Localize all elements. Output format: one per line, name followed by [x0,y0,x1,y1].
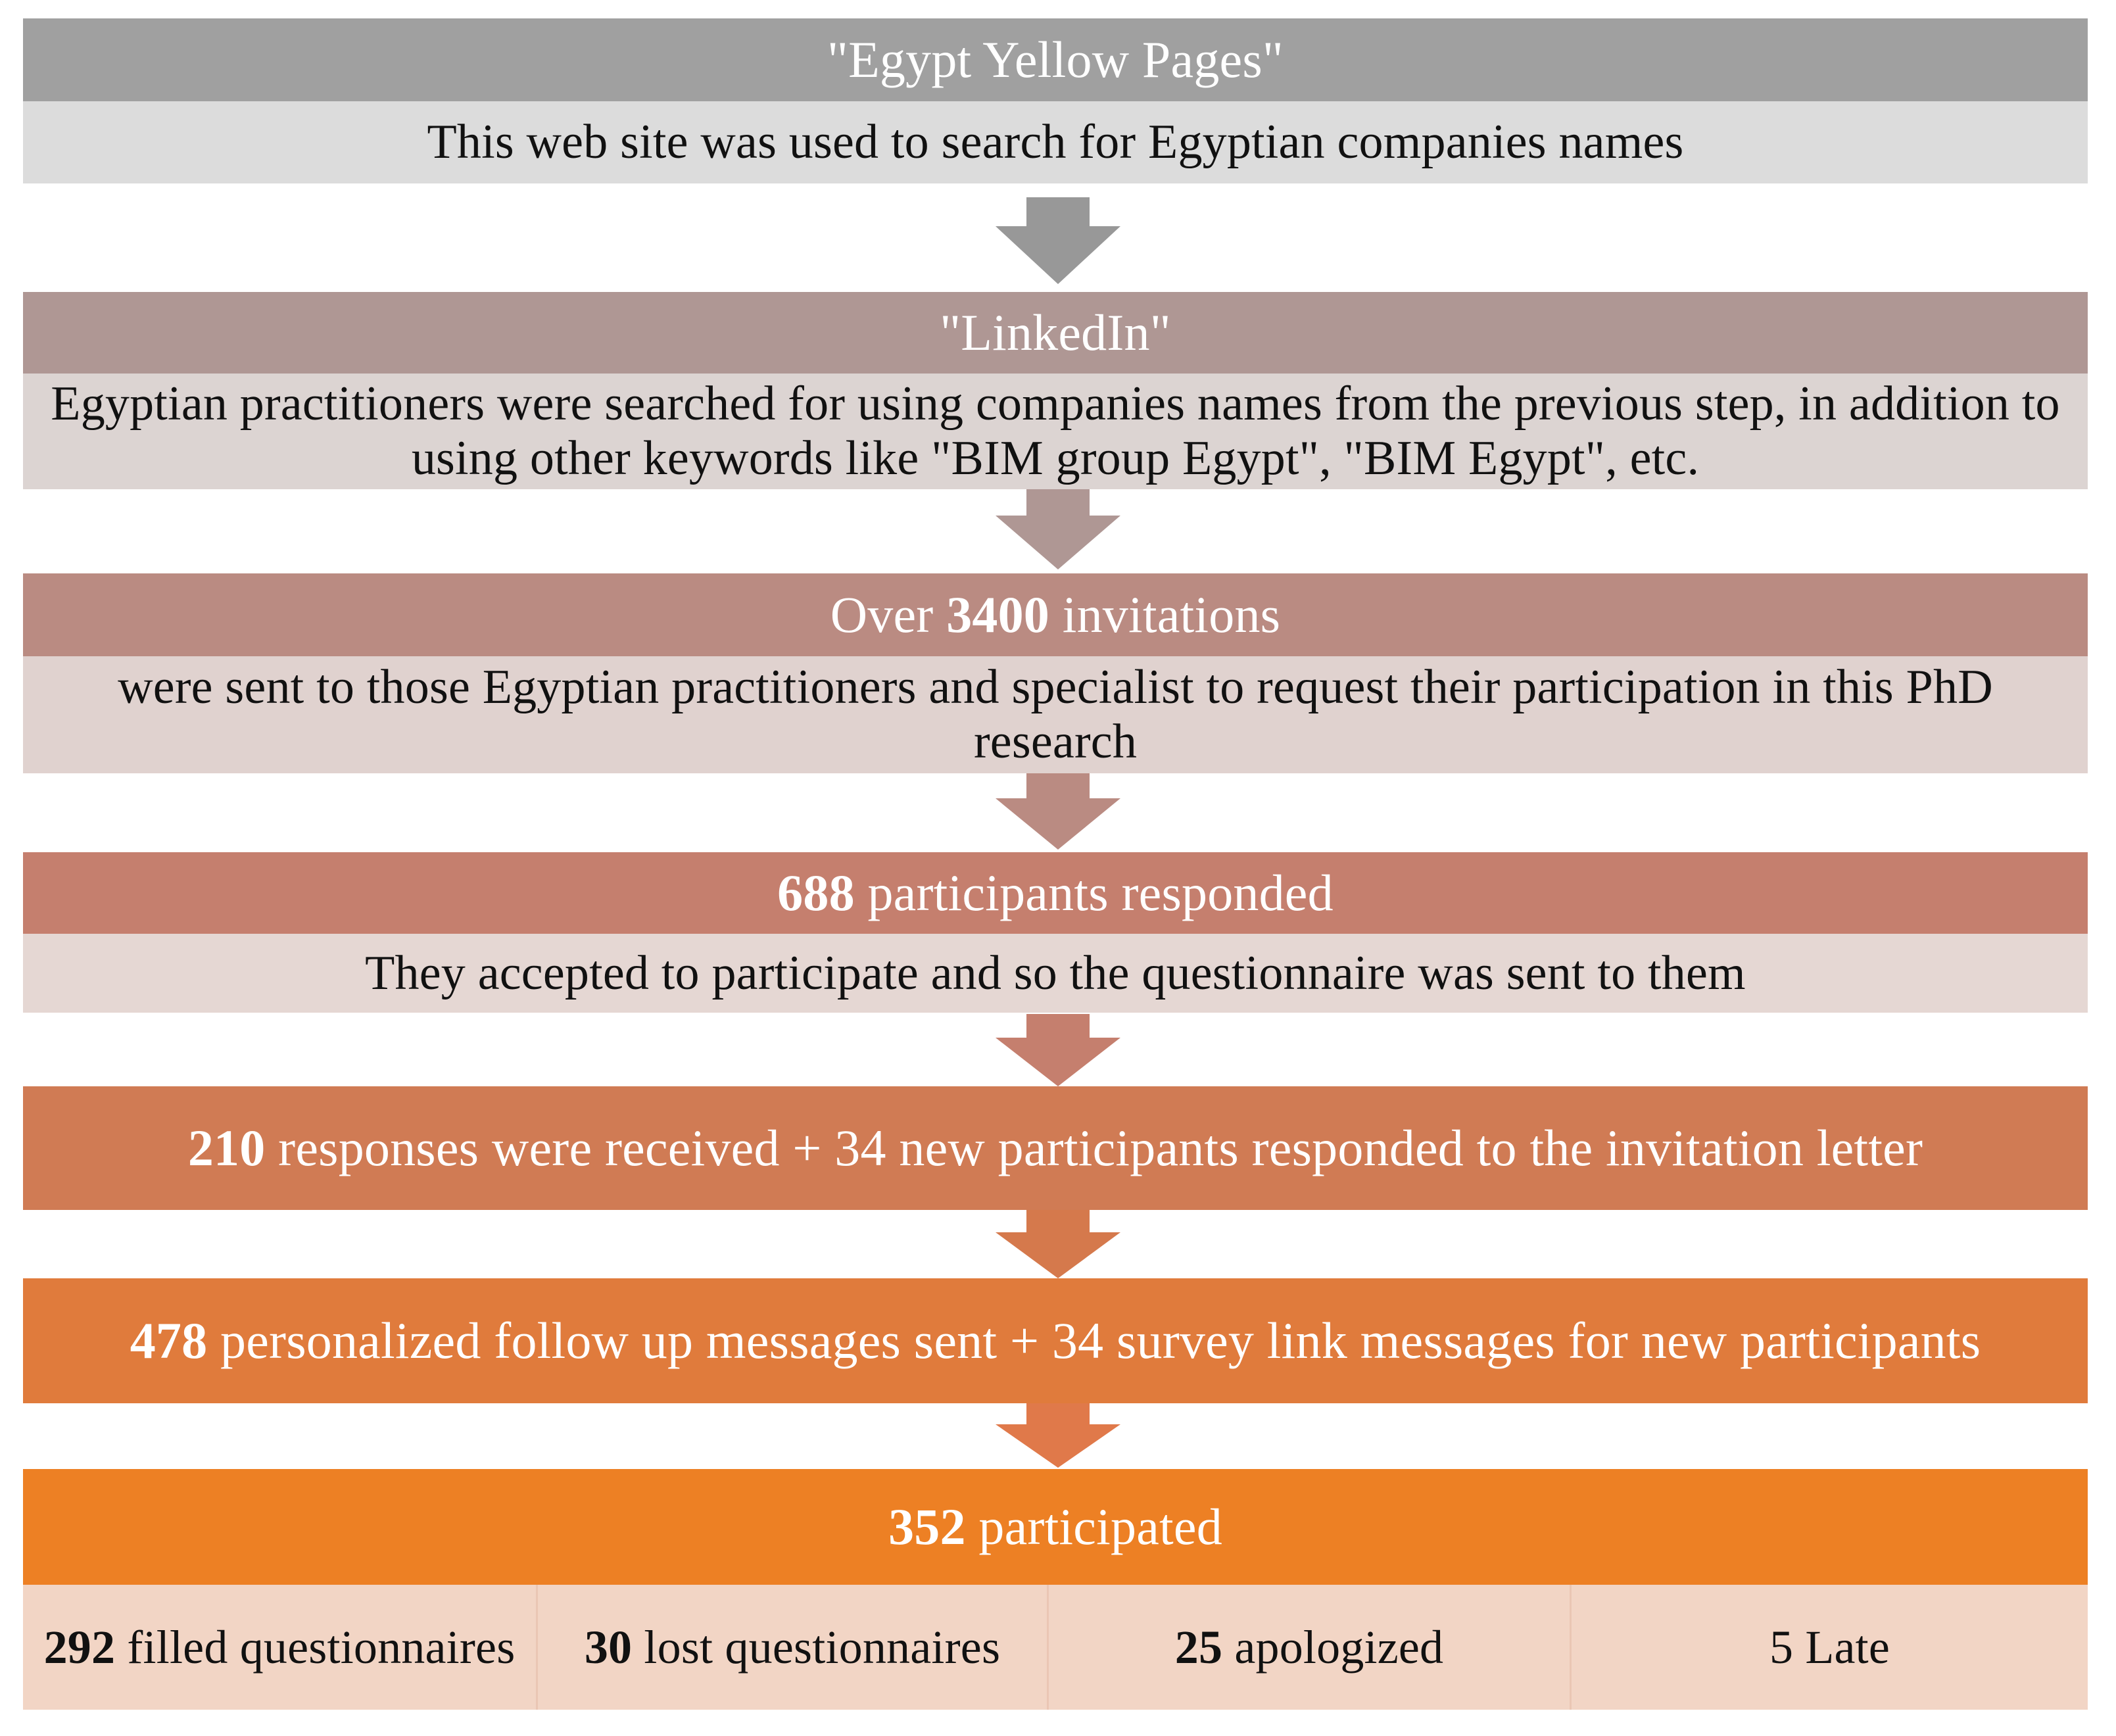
header-number: 478 [130,1311,208,1369]
outcome-lost-questionnaires: 30 lost questionnaires [538,1585,1049,1710]
stage-header-text: 478 personalized follow up messages sent… [130,1313,1981,1368]
outcome-number: 292 [43,1620,116,1674]
outcomes-row: 292 filled questionnaires 30 lost questi… [23,1585,2088,1710]
stage-header-responses-received: 210 responses were received + 34 new par… [23,1086,2088,1210]
stage-responses-received: 210 responses were received + 34 new par… [23,1086,2088,1210]
outcome-late: 5 Late [1572,1585,2088,1710]
header-suffix: personalized follow up messages sent + 3… [207,1311,1981,1369]
arrow-head [996,516,1120,569]
outcome-label: apologized [1222,1620,1444,1674]
arrow-down-4 [996,1014,1120,1086]
arrow-head [996,1232,1120,1278]
stage-body-text: This web site was used to search for Egy… [427,115,1684,170]
stage-body-participants-responded: They accepted to participate and so the … [23,934,2088,1013]
stage-egypt-yellow-pages: "Egypt Yellow Pages" This web site was u… [23,18,2088,183]
stage-participated: 352 participated 292 filled questionnair… [23,1469,2088,1710]
stage-body-invitations: were sent to those Egyptian practitioner… [23,656,2088,773]
arrow-down-2 [996,489,1120,569]
arrow-shaft [1026,197,1090,226]
header-prefix: Over [830,585,947,643]
outcome-text: 292 filled questionnaires [44,1621,516,1674]
stage-body-text: were sent to those Egyptian practitioner… [118,660,1993,769]
outcome-label: lost questionnaires [632,1620,1001,1674]
arrow-down-6 [996,1403,1120,1468]
stage-body-egypt-yellow-pages: This web site was used to search for Egy… [23,101,2088,183]
arrow-shaft [1026,773,1090,798]
stage-header-text: 688 participants responded [777,865,1334,921]
outcome-number: 30 [584,1620,633,1674]
arrow-down-1 [996,197,1120,284]
arrow-shaft [1026,489,1090,516]
header-number: 688 [777,863,855,921]
header-number: 3400 [946,585,1049,643]
stage-participants-responded: 688 participants responded They accepted… [23,852,2088,1013]
stage-body-text: They accepted to participate and so the … [365,946,1746,1000]
arrow-down-5 [996,1210,1120,1278]
stage-header-participated: 352 participated [23,1469,2088,1585]
header-suffix: responses were received + 34 new partici… [265,1119,1923,1176]
outcome-apologized: 25 apologized [1049,1585,1572,1710]
header-suffix: participated [965,1497,1222,1555]
stage-header-text: "Egypt Yellow Pages" [827,30,1284,88]
stage-header-text: 352 participated [888,1499,1222,1555]
stage-header-text: "LinkedIn" [940,303,1171,361]
stage-header-invitations: Over 3400 invitations [23,573,2088,656]
stage-body-text: Egyptian practitioners were searched for… [51,377,2060,485]
arrow-down-3 [996,773,1120,850]
outcome-number: 25 [1174,1620,1223,1674]
header-number: 210 [187,1119,266,1176]
arrow-head [996,1424,1120,1468]
arrow-shaft [1026,1403,1090,1424]
header-suffix: participants responded [854,863,1334,921]
stage-body-linkedin: Egyptian practitioners were searched for… [23,374,2088,489]
arrow-shaft [1026,1210,1090,1232]
outcome-text: 5 Late [1769,1620,1890,1674]
outcome-text: 30 lost questionnaires [585,1621,1000,1674]
stage-invitations: Over 3400 invitations were sent to those… [23,573,2088,773]
stage-header-text: Over 3400 invitations [830,587,1280,642]
arrow-head [996,226,1120,284]
header-number: 352 [888,1497,966,1555]
stage-header-egypt-yellow-pages: "Egypt Yellow Pages" [23,18,2088,101]
stage-header-text: 210 responses were received + 34 new par… [187,1119,1923,1176]
stage-header-participants-responded: 688 participants responded [23,852,2088,934]
stage-linkedin: "LinkedIn" Egyptian practitioners were s… [23,292,2088,489]
header-suffix: invitations [1049,585,1281,643]
outcome-filled-questionnaires: 292 filled questionnaires [23,1585,538,1710]
stage-header-follow-up-messages: 478 personalized follow up messages sent… [23,1278,2088,1403]
stage-header-linkedin: "LinkedIn" [23,292,2088,374]
stage-follow-up-messages: 478 personalized follow up messages sent… [23,1278,2088,1403]
arrow-head [996,798,1120,850]
arrow-shaft [1026,1014,1090,1038]
outcome-label: filled questionnaires [115,1620,516,1674]
arrow-head [996,1038,1120,1086]
outcome-text: 25 apologized [1175,1621,1444,1674]
